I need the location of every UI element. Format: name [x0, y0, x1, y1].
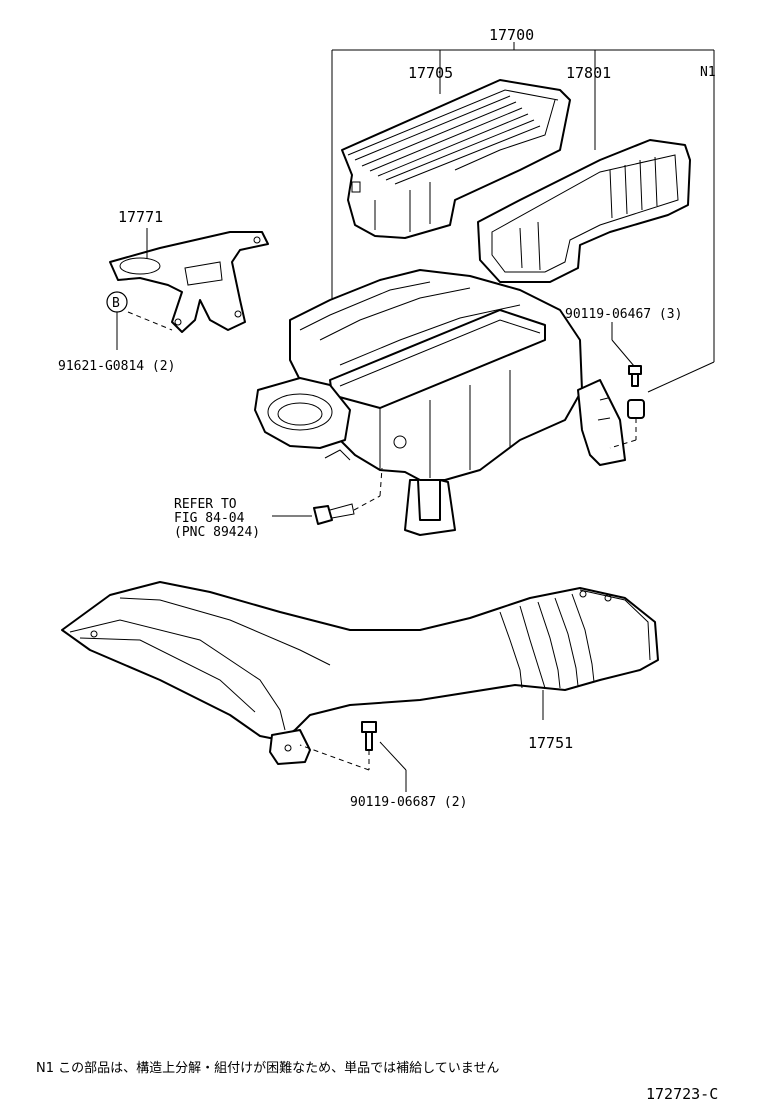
cover-bolt-part — [609, 322, 645, 449]
label-refer-line3: (PNC 89424) — [174, 525, 260, 540]
label-cover-bolt: 90119-06467 (3) — [565, 307, 682, 322]
intake-duct-part — [61, 581, 659, 765]
duct-bolt-part — [299, 721, 407, 792]
label-assembly: 17700 — [489, 26, 534, 44]
footer-note: N1 この部品は、構造上分解・組付けが困難なため、単品では補給していません — [36, 1060, 499, 1076]
label-duct-bolt: 90119-06687 (2) — [350, 795, 467, 810]
bracket-part — [109, 231, 269, 333]
footer-code: 172723-C — [646, 1085, 718, 1103]
label-bracket: 17771 — [118, 208, 163, 226]
label-top-cover: 17705 — [408, 64, 453, 82]
assembly-bracket-lines — [331, 42, 715, 393]
label-refer-line1: REFER TO — [174, 497, 237, 512]
label-refer-line2: FIG 84-04 — [174, 511, 245, 526]
air-cleaner-housing-part — [254, 269, 626, 536]
label-note-ref: N1 — [700, 65, 716, 80]
leader-lines — [146, 84, 596, 720]
label-element: 17801 — [566, 64, 611, 82]
filter-element-part — [477, 139, 691, 283]
sensor-part — [272, 467, 383, 525]
label-duct: 17751 — [528, 734, 573, 752]
top-cover-part — [341, 79, 571, 239]
b-marker-letter: B — [112, 296, 120, 311]
b-marker-callout: B — [106, 291, 173, 350]
label-bracket-bolt: 91621-G0814 (2) — [58, 359, 175, 374]
